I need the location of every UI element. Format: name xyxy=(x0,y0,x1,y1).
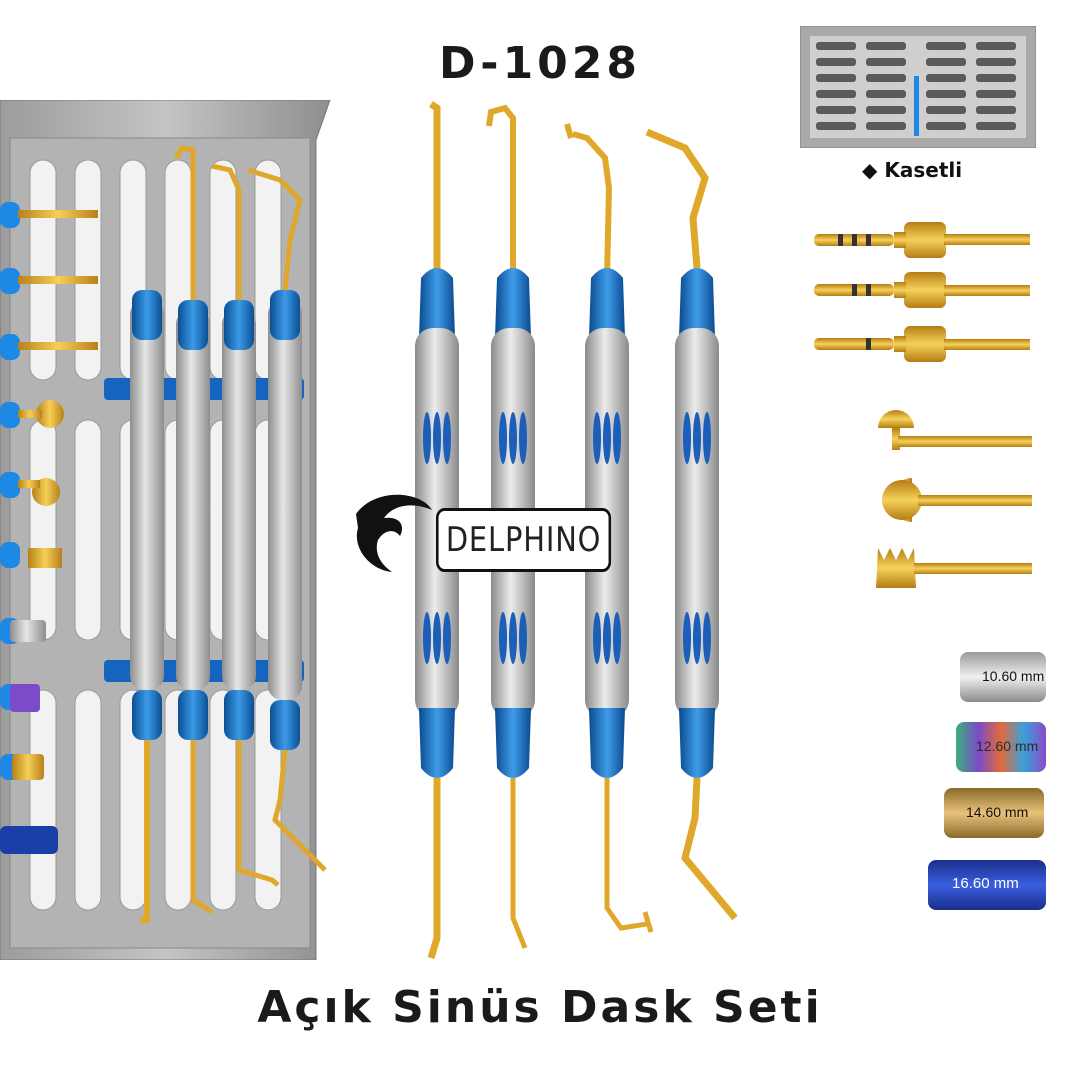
diamond-bullet-icon: ◆ xyxy=(862,158,878,182)
instrument-display xyxy=(415,101,738,960)
sleeve-silver: 10.60 mm xyxy=(960,652,1046,702)
sleeve-rainbow: 12.60 mm xyxy=(956,722,1046,772)
sleeve-silver-label: 10.60 mm xyxy=(982,668,1045,684)
drill-set xyxy=(814,222,1032,588)
product-code: D-1028 xyxy=(438,38,642,89)
cassette-image xyxy=(800,26,1036,148)
sleeve-rainbow-label: 12.60 mm xyxy=(976,738,1039,754)
sleeve-gold: 14.60 mm xyxy=(944,788,1044,838)
stopper-drill-3 xyxy=(814,326,1030,362)
sleeve-blue-label: 16.60 mm xyxy=(952,875,1019,892)
product-name: Açık Sinüs Dask Seti xyxy=(257,982,823,1033)
cassette-label: ◆ Kasetli xyxy=(862,158,962,182)
round-bur-2 xyxy=(882,478,1032,522)
instrument-tray xyxy=(0,100,331,960)
trephine-bur xyxy=(876,548,1032,588)
stopper-drill-2 xyxy=(814,272,1030,308)
brand-name: DELPHINO xyxy=(436,508,612,572)
sleeve-blue: 16.60 mm xyxy=(928,860,1046,910)
sleeve-gold-label: 14.60 mm xyxy=(966,804,1029,820)
round-bur-1 xyxy=(878,410,1032,450)
cassette-label-text: Kasetli xyxy=(884,158,963,182)
stopper-drill-1 xyxy=(814,222,1030,258)
instrument-4 xyxy=(645,128,738,921)
dolphin-logo-icon xyxy=(356,494,432,572)
